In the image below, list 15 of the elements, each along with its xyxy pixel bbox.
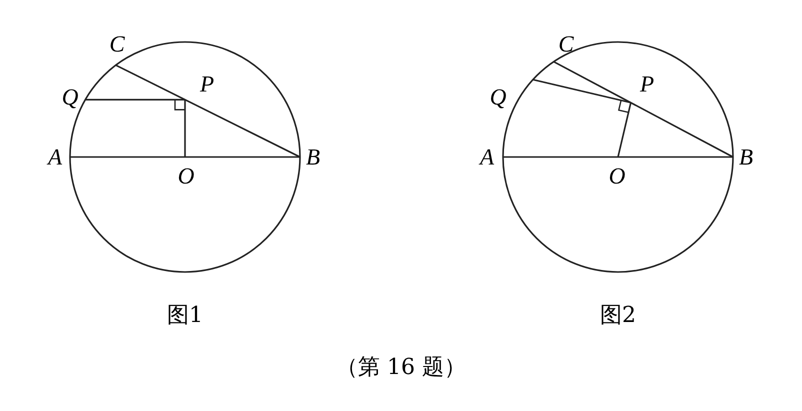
point-label: Q: [490, 86, 506, 108]
point-label: B: [306, 146, 320, 168]
point-label: B: [738, 146, 754, 168]
point-label: C: [558, 32, 574, 56]
point-label: A: [48, 146, 62, 168]
figure-label: 图1: [167, 305, 203, 327]
point-label: P: [200, 72, 214, 96]
point-label: C: [109, 32, 125, 56]
point-label: P: [640, 72, 654, 96]
caption: （第 16 题）: [336, 357, 466, 379]
figure-label: 图2: [600, 305, 636, 327]
point-label: A: [480, 146, 494, 168]
point-label: O: [178, 164, 194, 188]
point-label: O: [608, 164, 626, 188]
point-label: Q: [62, 86, 78, 108]
